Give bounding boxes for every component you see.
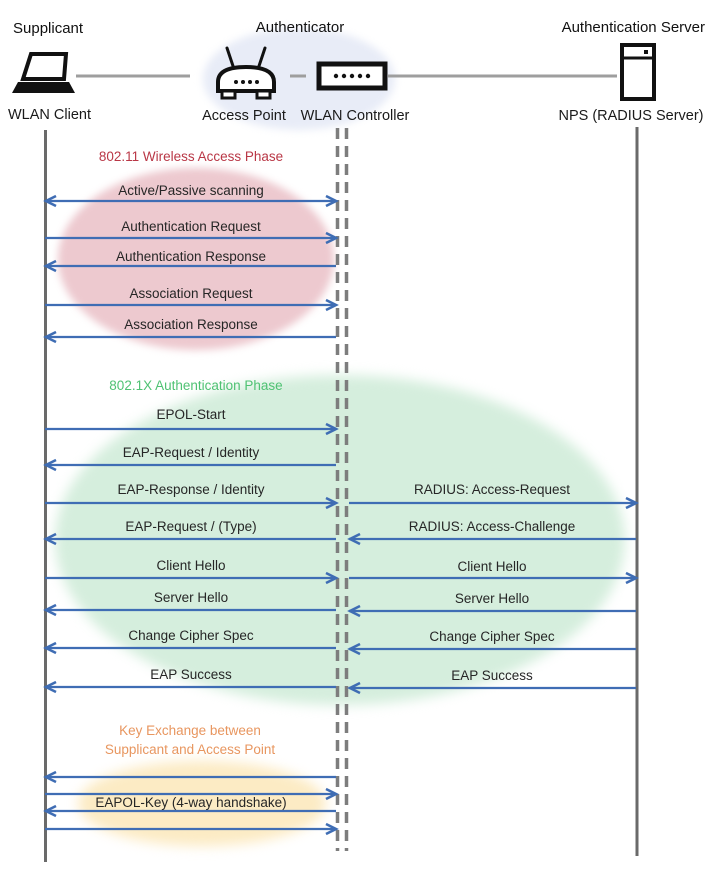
- message-arrow: [43, 680, 336, 694]
- phase1-title: 802.11 Wireless Access Phase: [98, 149, 284, 164]
- message-label: Authentication Request: [121, 219, 261, 234]
- message-arrow: [349, 571, 639, 585]
- arrowhead: [43, 603, 57, 617]
- arrowhead: [347, 532, 361, 546]
- message-arrow: [43, 641, 336, 655]
- message-label: Change Cipher Spec: [429, 629, 555, 644]
- arrowhead: [43, 680, 57, 694]
- wireless-router-icon: [216, 46, 276, 100]
- arrowhead: [625, 496, 639, 510]
- message-arrow: [43, 532, 336, 546]
- message-label: EAP-Request / (Type): [125, 519, 257, 534]
- message-arrow: [43, 194, 339, 208]
- access-point-caption: Access Point: [202, 108, 286, 124]
- arrowhead: [625, 571, 639, 585]
- message-arrow: [347, 642, 636, 656]
- message-arrow: [349, 496, 639, 510]
- nps-caption: NPS (RADIUS Server): [558, 108, 704, 124]
- message-arrow: [45, 571, 339, 585]
- arrowhead: [325, 422, 339, 436]
- arrowhead: [325, 822, 339, 836]
- phase1-ellipse: [58, 168, 334, 350]
- message-arrow: [45, 231, 339, 245]
- message-label: Change Cipher Spec: [128, 628, 254, 643]
- arrowhead: [325, 194, 339, 208]
- message-arrow: [43, 804, 336, 818]
- arrowhead: [347, 642, 361, 656]
- message-label: Authentication Response: [115, 249, 267, 264]
- message-arrow: [45, 422, 339, 436]
- authenticator-role-title: Authenticator: [255, 19, 345, 36]
- message-arrow: [347, 532, 636, 546]
- message-label: Client Hello: [457, 559, 527, 574]
- phase2-title: 802.1X Authentication Phase: [109, 378, 283, 393]
- arrowhead: [325, 787, 339, 801]
- wlan-controller-caption: WLAN Controller: [300, 108, 410, 124]
- controller-box-icon: [316, 61, 388, 91]
- message-label: Server Hello: [454, 591, 530, 606]
- message-arrow: [45, 822, 339, 836]
- message-arrow: [43, 770, 336, 784]
- arrowhead: [43, 458, 57, 472]
- wlan-client-caption: WLAN Client: [8, 107, 91, 123]
- message-label: EAP Success: [451, 668, 533, 683]
- message-label: RADIUS: Access-Request: [413, 482, 571, 497]
- message-label: EPOL-Start: [156, 407, 226, 422]
- phase3-ellipse: [78, 761, 326, 846]
- supplicant-role-title: Supplicant: [13, 20, 84, 37]
- message-label: EAP-Request / Identity: [122, 445, 260, 460]
- message-arrow: [347, 681, 636, 695]
- message-arrow: [45, 496, 339, 510]
- message-label: EAP Success: [150, 667, 232, 682]
- arrowhead: [347, 604, 361, 618]
- arrowhead: [325, 231, 339, 245]
- message-arrow: [45, 787, 339, 801]
- arrowhead: [43, 804, 57, 818]
- arrowhead: [347, 681, 361, 695]
- arrowhead: [43, 641, 57, 655]
- arrowhead: [325, 298, 339, 312]
- message-label: EAP-Response / Identity: [117, 482, 265, 497]
- message-arrow: [43, 330, 336, 344]
- message-arrow: [43, 458, 336, 472]
- laptop-icon: [12, 52, 75, 93]
- message-arrow: [43, 603, 336, 617]
- message-label: RADIUS: Access-Challenge: [408, 519, 576, 534]
- message-label: Client Hello: [156, 558, 226, 573]
- message-label: Server Hello: [153, 590, 229, 605]
- arrowhead: [43, 259, 57, 273]
- message-arrow: [43, 259, 336, 273]
- message-label: Active/Passive scanning: [118, 183, 264, 198]
- message-arrow: [45, 298, 339, 312]
- message-arrow: [347, 604, 636, 618]
- message-label: Association Request: [129, 286, 253, 301]
- arrowhead: [43, 532, 57, 546]
- message-label: EAPOL-Key (4-way handshake): [95, 795, 287, 810]
- auth-server-role-title: Authentication Server: [561, 19, 705, 36]
- arrowhead: [43, 194, 57, 208]
- message-label: Association Response: [124, 317, 258, 332]
- arrowhead: [43, 770, 57, 784]
- arrowhead: [325, 496, 339, 510]
- arrowhead: [43, 330, 57, 344]
- arrowhead: [325, 571, 339, 585]
- server-tower-icon: [620, 43, 656, 101]
- phase3-title: Key Exchange between Supplicant and Acce…: [104, 723, 276, 757]
